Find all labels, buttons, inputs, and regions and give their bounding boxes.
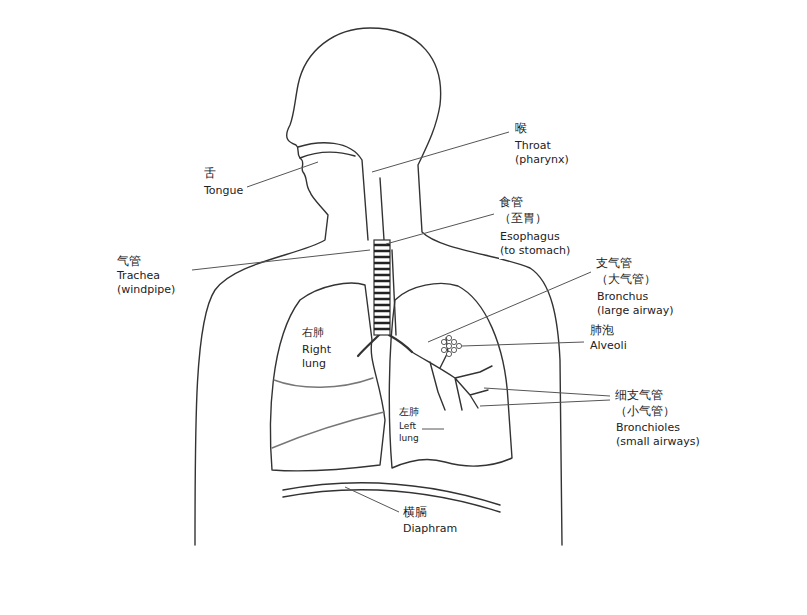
- part-label: 气管: [116, 254, 142, 270]
- alveolus: [451, 339, 456, 344]
- alveolus: [446, 343, 451, 348]
- label-line: (large airway): [597, 304, 674, 318]
- label-line: 横膈: [403, 505, 427, 521]
- part-label: 支气管 （大气管）: [595, 256, 657, 287]
- alveolus: [451, 347, 456, 352]
- label-line: (pharynx): [515, 153, 569, 167]
- alveolus: [441, 339, 446, 344]
- bronchiole-tree: [412, 338, 492, 410]
- label-line: (windpipe): [117, 283, 175, 297]
- label-line: Right: [302, 343, 331, 357]
- bronchus: [358, 335, 379, 356]
- label-line: Trachea: [117, 269, 175, 283]
- label-line: lung: [302, 357, 331, 371]
- trachea: [374, 240, 390, 335]
- label-line: 喉: [515, 121, 527, 137]
- leader-line: [386, 214, 494, 244]
- label-line: (small airways): [616, 435, 700, 449]
- part-label: Left lung: [398, 421, 420, 444]
- label-line: Esophagus: [500, 230, 570, 244]
- leader-line: [484, 388, 610, 396]
- part-label: 喉: [514, 121, 528, 137]
- leader-line: [345, 487, 399, 512]
- label-line: lung: [399, 433, 419, 445]
- leader-line: [422, 429, 444, 430]
- label-line: Diaphram: [403, 522, 457, 536]
- alveolus: [456, 343, 461, 348]
- part-label: Diaphram: [402, 522, 458, 536]
- bronchus: [389, 335, 412, 352]
- alveoli-cluster: [441, 335, 461, 356]
- right-lung: [270, 283, 385, 471]
- part-label: 左肺: [398, 405, 420, 418]
- part-label: 舌: [203, 166, 217, 182]
- label-line: 肺泡: [590, 323, 614, 339]
- trachea-tube: [374, 240, 390, 335]
- part-label: 食管 （至胃）: [498, 195, 548, 226]
- leader-line: [192, 250, 370, 270]
- label-line: Bronchioles: [616, 421, 700, 435]
- label-line: 支气管: [596, 256, 656, 272]
- part-label: Esophagus (to stomach): [499, 230, 571, 259]
- leader-line: [428, 272, 591, 342]
- part-label: 肺泡: [589, 323, 615, 339]
- body-outline: [195, 28, 562, 545]
- leader-line: [372, 132, 509, 172]
- label-line: （大气管）: [596, 272, 656, 288]
- diaphragm: [283, 483, 500, 505]
- label-line: Alveoli: [590, 339, 627, 353]
- label-line: Bronchus: [597, 290, 674, 304]
- part-label: Bronchus (large airway): [596, 290, 675, 319]
- label-line: 左肺: [399, 405, 419, 418]
- label-line: (to stomach): [500, 244, 570, 258]
- part-label: Throat (pharynx): [514, 139, 570, 168]
- part-label: 细支气管 （小气管）: [614, 388, 676, 419]
- label-line: Left: [399, 421, 419, 433]
- part-label: Alveoli: [589, 339, 628, 353]
- alveolus: [446, 351, 451, 356]
- esophagus-tube: [380, 178, 384, 240]
- label-line: 舌: [204, 166, 216, 182]
- label-line: Tongue: [204, 184, 243, 198]
- trachea-rings: [374, 245, 390, 329]
- left-lung: [389, 284, 512, 468]
- leader-lines: [192, 132, 610, 512]
- leader-line: [480, 400, 610, 406]
- alveolus: [446, 335, 451, 340]
- oral-cavity: [300, 152, 355, 158]
- nasal-passage: [298, 143, 368, 240]
- alveolus: [441, 347, 446, 352]
- part-label: 横膈: [402, 505, 428, 521]
- label-line: 气管: [117, 254, 141, 270]
- part-label: Bronchioles (small airways): [615, 421, 701, 450]
- part-label: Tongue: [203, 184, 244, 198]
- label-line: 细支气管: [615, 388, 675, 404]
- label-line: （小气管）: [615, 404, 675, 420]
- label-line: 食管: [499, 195, 547, 211]
- label-line: （至胃）: [499, 211, 547, 227]
- label-line: Throat: [515, 139, 569, 153]
- part-label: Right lung: [301, 343, 332, 372]
- leader-line: [247, 162, 318, 187]
- lung-lobe-line: [274, 378, 373, 387]
- label-line: 右肺: [302, 326, 324, 340]
- lung-lobe-line: [272, 412, 384, 448]
- leader-line: [462, 342, 584, 346]
- part-label: 右肺: [301, 326, 325, 340]
- part-label: Trachea (windpipe): [116, 269, 176, 298]
